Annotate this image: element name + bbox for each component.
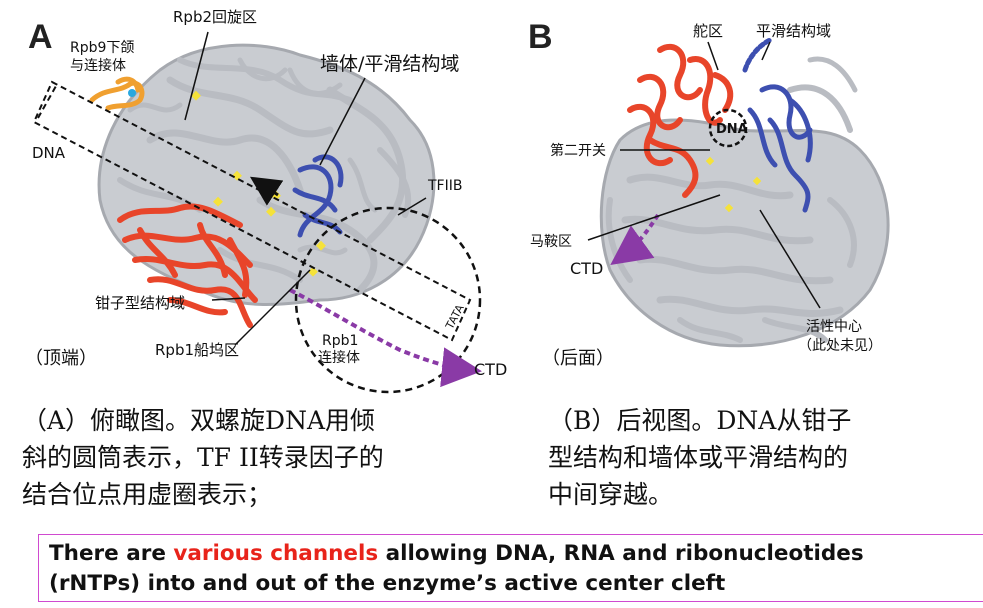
panel-b-figure: DNA B 舵区 平滑结构域 第二开关 马鞍区 CTD 活性中心 （此处未见） …	[530, 18, 890, 369]
switch2-label: 第二开关	[550, 142, 606, 159]
leader-lines-a	[184, 31, 427, 346]
dna-label-b: DNA	[716, 122, 748, 137]
rpb9-jaw-structure	[89, 76, 145, 111]
active-center-label-1: 活性中心	[806, 319, 862, 335]
panel-a-figure: A Rpb2回旋区 Rpb9下颌 与连接体 墙体/平滑结构域 DNA TFIIB…	[25, 8, 507, 394]
caption-b-line-2: 型结构和墙体或平滑结构的	[548, 443, 849, 472]
caption-a: （A）俯瞰图。双螺旋DNA用倾 斜的圆筒表示，TF II转录因子的 结合位点用虚…	[22, 402, 492, 513]
note-line-2: (rNTPs) into and out of the enzyme’s act…	[49, 571, 726, 596]
tfiib-label: TFIIB	[427, 178, 462, 194]
active-center-label-2: （此处未见）	[798, 338, 882, 354]
caption-a-line-2: 斜的圆筒表示，TF II转录因子的	[22, 443, 384, 472]
panel-a-letter: A	[28, 18, 53, 56]
saddle-label: 马鞍区	[530, 234, 572, 250]
view-label-b: （后面）	[542, 348, 614, 369]
caption-b-line-1: （B）后视图。DNA从钳子	[548, 406, 852, 435]
direction-arrow-a	[249, 176, 284, 206]
note-after: allowing DNA, RNA and ribonucleotides	[378, 541, 864, 566]
rudder-domain-structure	[627, 43, 734, 198]
rpb9-jaw-label-2: 与连接体	[70, 57, 126, 74]
dna-label-a: DNA	[32, 144, 66, 162]
panel-b-back-view: DNA B 舵区 平滑结构域 第二开关 马鞍区 CTD 活性中心 （此处未见） …	[530, 0, 983, 400]
polymerase-body-a	[97, 43, 436, 306]
note-before: There are	[49, 541, 174, 566]
polymerase-body-b	[599, 56, 890, 348]
caption-a-line-1: （A）俯瞰图。双螺旋DNA用倾	[22, 406, 376, 435]
caption-a-line-3: 结合位点用虚圈表示；	[22, 480, 273, 509]
tata-label: TATA	[443, 302, 467, 332]
wall-flap-label: 墙体/平滑结构域	[320, 53, 459, 75]
ctd-label-b: CTD	[570, 259, 603, 278]
rudder-label: 舵区	[693, 22, 723, 40]
rpb9-jaw-label-1: Rpb9下颌	[70, 40, 134, 56]
caption-b: （B）后视图。DNA从钳子 型结构和墙体或平滑结构的 中间穿越。	[548, 402, 968, 513]
flap-domain-structure	[742, 37, 813, 213]
panel-a-top-view: A Rpb2回旋区 Rpb9下颌 与连接体 墙体/平滑结构域 DNA TFIIB…	[0, 0, 530, 400]
clamp-domain-structure	[117, 203, 258, 328]
dna-circle-b	[708, 108, 748, 148]
view-label-a: （顶端）	[25, 348, 97, 369]
channels-note-box: There are various channels allowing DNA,…	[38, 534, 983, 602]
caption-b-line-3: 中间穿越。	[548, 480, 674, 509]
ctd-label-a: CTD	[474, 360, 507, 379]
flap-label: 平滑结构域	[756, 22, 831, 40]
ctd-linker-b	[610, 213, 660, 266]
note-highlight: various channels	[173, 541, 379, 566]
tfiib-binding-circle	[294, 206, 482, 394]
rpb1-dock-label: Rpb1船坞区	[155, 341, 239, 359]
rpb1-linker-label-2: 连接体	[318, 349, 360, 366]
rpb1-linker-path	[289, 288, 482, 388]
panel-b-letter: B	[530, 18, 553, 56]
rpb1-linker-label-1: Rpb1	[322, 333, 358, 349]
note-line-1: There are various channels allowing DNA,…	[49, 539, 975, 569]
dna-cylinder-a	[32, 80, 472, 342]
clamp-label: 钳子型结构域	[95, 294, 185, 312]
leader-lines-b	[587, 41, 821, 309]
rpb2-lobe-label: Rpb2回旋区	[173, 8, 257, 26]
